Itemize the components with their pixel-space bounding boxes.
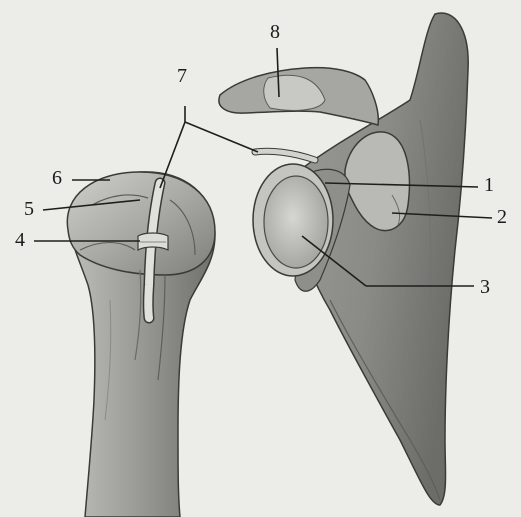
label-4: 4 bbox=[15, 230, 25, 250]
label-5: 5 bbox=[24, 199, 34, 219]
label-8: 8 bbox=[270, 22, 280, 42]
transverse-ligament bbox=[138, 233, 168, 250]
label-2: 2 bbox=[497, 207, 507, 227]
label-7: 7 bbox=[177, 66, 187, 86]
label-3: 3 bbox=[480, 277, 490, 297]
glenoid-cavity bbox=[264, 176, 328, 268]
label-6: 6 bbox=[52, 168, 62, 188]
label-1: 1 bbox=[484, 175, 494, 195]
humeral-head bbox=[67, 172, 215, 275]
